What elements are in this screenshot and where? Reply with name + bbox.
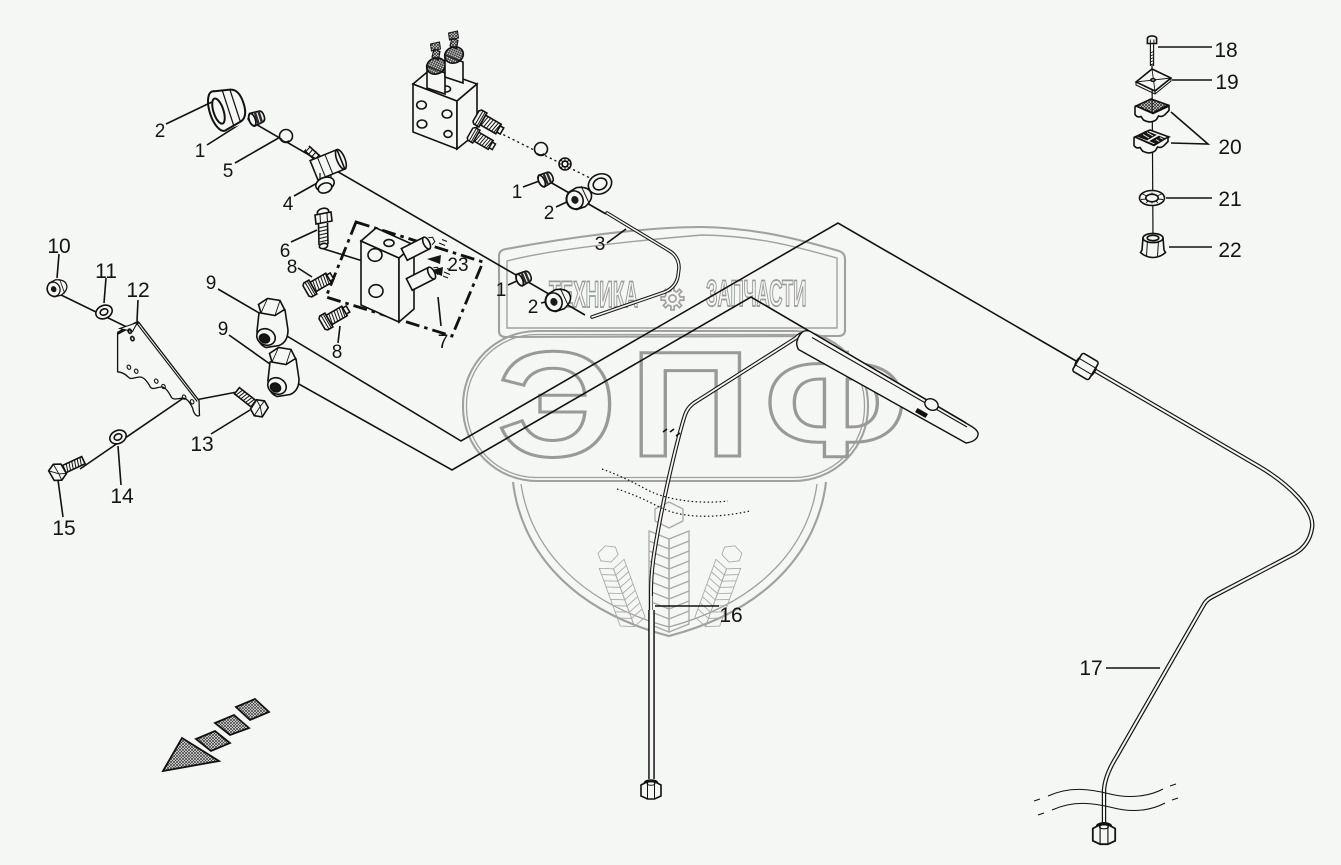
svg-text:ЗАПЧАСТИ: ЗАПЧАСТИ [706,274,806,315]
svg-text:4: 4 [283,194,294,215]
svg-text:9: 9 [218,319,229,340]
svg-text:2: 2 [528,297,539,318]
svg-text:2: 2 [544,203,555,224]
svg-text:3: 3 [595,234,606,255]
svg-text:5: 5 [223,161,234,182]
svg-text:12: 12 [126,279,149,302]
svg-text:11: 11 [95,260,117,283]
svg-text:16: 16 [719,604,742,627]
svg-text:22: 22 [1218,239,1241,262]
svg-text:21: 21 [1218,188,1241,211]
svg-text:1: 1 [496,280,507,301]
svg-text:13: 13 [190,433,213,456]
svg-text:1: 1 [195,141,206,162]
svg-text:23: 23 [447,255,468,276]
svg-text:18: 18 [1214,39,1237,62]
svg-text:17: 17 [1079,657,1102,680]
svg-text:8: 8 [332,342,343,363]
svg-text:20: 20 [1218,136,1241,159]
svg-text:2: 2 [155,121,166,142]
svg-text:6: 6 [280,241,291,262]
svg-text:9: 9 [206,273,217,294]
svg-text:19: 19 [1215,71,1238,94]
svg-text:15: 15 [52,517,75,540]
svg-text:1: 1 [512,182,523,203]
svg-text:ЭПФ: ЭПФ [497,320,921,488]
svg-text:10: 10 [47,235,70,258]
svg-text:7: 7 [438,332,449,353]
svg-text:14: 14 [110,485,134,508]
svg-text:8: 8 [287,257,298,278]
